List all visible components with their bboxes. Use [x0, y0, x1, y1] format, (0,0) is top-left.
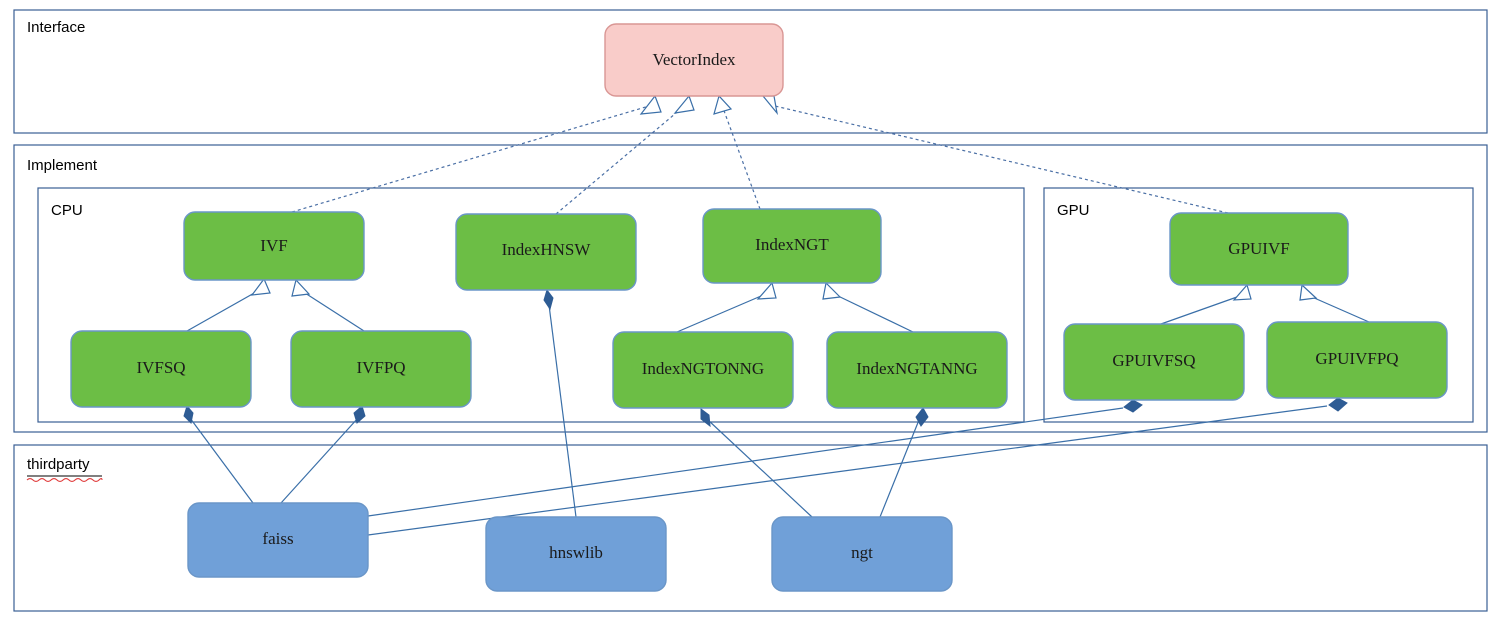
node-hnswlib[interactable]: hnswlib	[485, 516, 667, 592]
edge-faiss-to-gpuivfsq	[367, 399, 1143, 517]
filled-diamond-marker	[915, 407, 929, 427]
edge-ivfpq-to-ivf	[291, 278, 365, 332]
node-gpuivfsq-label: GPUIVFSQ	[1112, 351, 1195, 370]
hollow-triangle-arrowhead	[756, 281, 777, 300]
hollow-triangle-arrowhead	[673, 94, 695, 114]
edge-ngt-to-indexngtonng	[700, 408, 813, 518]
edge-ivf-to-vectorindex	[291, 94, 662, 213]
group-implement-label: Implement	[27, 157, 98, 174]
node-ngt-label: ngt	[851, 543, 873, 562]
edge-indexngtanng-to-indexngt	[822, 281, 914, 333]
node-ivfsq-box[interactable]	[70, 330, 252, 408]
hollow-triangle-arrowhead	[639, 94, 662, 115]
node-vectorindex-label: VectorIndex	[652, 50, 736, 69]
filled-diamond-marker	[700, 408, 711, 428]
group-interface-label: Interface	[27, 19, 85, 36]
hollow-triangle-arrowhead	[713, 94, 733, 115]
group-cpu-label: CPU	[51, 202, 83, 219]
edge-indexhnsw-to-vectorindex	[555, 94, 695, 215]
node-indexhnsw[interactable]: IndexHNSW	[455, 213, 637, 291]
node-gpuivfsq-box[interactable]	[1063, 323, 1245, 401]
node-gpuivf-label: GPUIVF	[1228, 239, 1289, 258]
node-indexngtonng[interactable]: IndexNGTONNG	[612, 331, 794, 409]
hollow-triangle-arrowhead	[1232, 283, 1252, 301]
node-ngt-box[interactable]	[771, 516, 953, 592]
node-ivfsq[interactable]: IVFSQ	[70, 330, 252, 408]
edge-indexngt-to-vectorindex	[713, 94, 761, 210]
edge-ngt-to-indexngtanng	[879, 407, 929, 518]
node-faiss-label: faiss	[262, 529, 293, 548]
edge-faiss-to-ivfpq	[280, 405, 366, 504]
hollow-triangle-arrowhead	[291, 278, 311, 297]
edge-gpuivfsq-to-gpuivf	[1160, 283, 1252, 325]
hollow-triangle-arrowhead	[250, 277, 271, 296]
edge-faiss-to-gpuivfpq	[367, 397, 1348, 536]
node-hnswlib-box[interactable]	[485, 516, 667, 592]
group-gpu-label: GPU	[1057, 202, 1090, 219]
node-ngt[interactable]: ngt	[771, 516, 953, 592]
hollow-triangle-arrowhead	[1299, 283, 1318, 301]
edge-gpuivfpq-to-gpuivf	[1299, 283, 1370, 323]
filled-diamond-marker	[543, 288, 554, 311]
node-vectorindex-box[interactable]	[604, 23, 784, 97]
thirdparty-spellcheck-squiggle	[26, 477, 103, 483]
node-gpuivfpq-box[interactable]	[1266, 321, 1448, 399]
node-hnswlib-label: hnswlib	[549, 543, 603, 562]
edge-faiss-to-ivfsq	[183, 404, 254, 504]
node-faiss-box[interactable]	[187, 502, 369, 578]
node-ivf[interactable]: IVF	[183, 211, 365, 281]
node-gpuivf[interactable]: GPUIVF	[1169, 212, 1349, 286]
node-ivfsq-label: IVFSQ	[136, 358, 185, 377]
node-ivfpq-label: IVFPQ	[356, 358, 405, 377]
node-indexngtanng[interactable]: IndexNGTANNG	[826, 331, 1008, 409]
edge-indexngtonng-to-indexngt	[676, 281, 777, 333]
filled-diamond-marker	[353, 405, 366, 424]
node-faiss[interactable]: faiss	[187, 502, 369, 578]
node-vectorindex[interactable]: VectorIndex	[604, 23, 784, 97]
node-indexngtonng-box[interactable]	[612, 331, 794, 409]
edge-ivfsq-to-ivf	[186, 277, 271, 332]
group-thirdparty-label: thirdparty	[27, 456, 90, 473]
node-indexhnsw-label: IndexHNSW	[502, 240, 592, 259]
node-ivfpq[interactable]: IVFPQ	[290, 330, 472, 408]
node-indexngtonng-label: IndexNGTONNG	[642, 359, 764, 378]
node-indexngt[interactable]: IndexNGT	[702, 208, 882, 284]
node-indexngtanng-box[interactable]	[826, 331, 1008, 409]
node-gpuivfsq[interactable]: GPUIVFSQ	[1063, 323, 1245, 401]
filled-diamond-marker	[1328, 397, 1348, 412]
filled-diamond-marker	[183, 404, 194, 425]
filled-diamond-marker	[1123, 399, 1143, 413]
node-ivfpq-box[interactable]	[290, 330, 472, 408]
node-indexhnsw-box[interactable]	[455, 213, 637, 291]
node-gpuivfpq-label: GPUIVFPQ	[1315, 349, 1398, 368]
node-indexngtanng-label: IndexNGTANNG	[856, 359, 977, 378]
node-gpuivfpq[interactable]: GPUIVFPQ	[1266, 321, 1448, 399]
edge-hnswlib-to-indexhnsw	[543, 288, 577, 518]
node-indexngt-box[interactable]	[702, 208, 882, 284]
node-ivf-label: IVF	[260, 236, 287, 255]
node-gpuivf-box[interactable]	[1169, 212, 1349, 286]
node-indexngt-label: IndexNGT	[755, 235, 829, 254]
hollow-triangle-arrowhead	[822, 281, 842, 300]
node-ivf-box[interactable]	[183, 211, 365, 281]
